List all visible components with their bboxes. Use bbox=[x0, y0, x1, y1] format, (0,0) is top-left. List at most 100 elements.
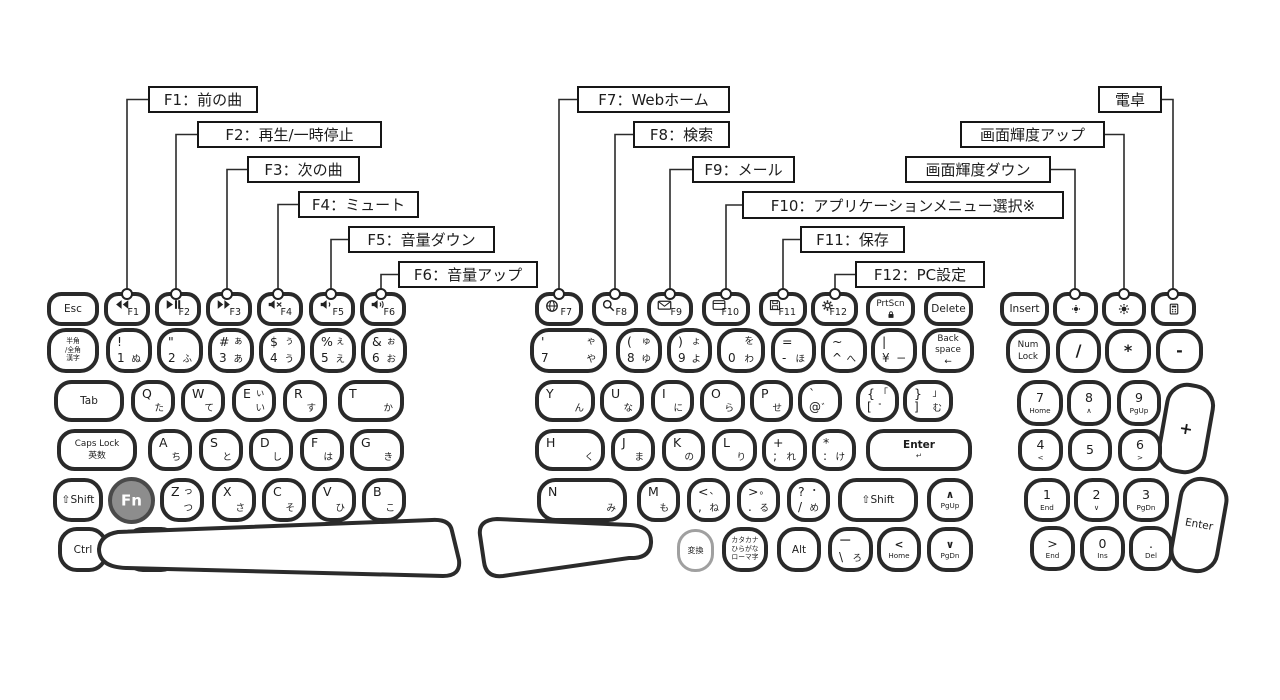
key-np-8[interactable]: 8∧ bbox=[1067, 380, 1111, 426]
key-ro[interactable]: ー\ろ bbox=[828, 527, 873, 572]
key-katakana-hiragana[interactable]: カタカナひらがなローマ字 bbox=[722, 527, 768, 572]
key-np-multiply[interactable]: * bbox=[1105, 329, 1151, 373]
prev-track-icon bbox=[114, 299, 130, 310]
key-period[interactable]: >。.る bbox=[737, 478, 780, 522]
key-5-label-tr: ぇ bbox=[335, 336, 345, 347]
key-enter[interactable]: Enter↵ bbox=[866, 429, 972, 471]
key-right-shift[interactable]: ⇧Shift bbox=[838, 478, 918, 522]
key-minus[interactable]: =-ほ bbox=[771, 328, 816, 373]
key-prtscn[interactable]: PrtScn bbox=[866, 292, 915, 326]
key-w-label-br: て bbox=[204, 402, 214, 414]
key-esc[interactable]: Esc bbox=[47, 292, 99, 326]
key-np-right-end[interactable]: >End bbox=[1030, 526, 1075, 571]
callout-f4: F4：ミュート bbox=[298, 191, 419, 218]
key-f8[interactable]: F8 bbox=[592, 292, 638, 326]
key-yen[interactable]: |¥ー bbox=[871, 328, 917, 373]
key-np-divide[interactable]: / bbox=[1056, 329, 1101, 373]
key-np-minus[interactable]: - bbox=[1156, 329, 1203, 373]
key-henkan-label-c: 変換 bbox=[687, 545, 704, 555]
key-i-label-tl: I bbox=[662, 386, 666, 401]
key-np-6[interactable]: 6> bbox=[1118, 429, 1162, 471]
key-comma[interactable]: <、,ね bbox=[687, 478, 730, 522]
key-np-4[interactable]: 4< bbox=[1018, 429, 1063, 471]
key-caret[interactable]: ~^へ bbox=[821, 328, 867, 373]
key-katakana-hiragana-label: ローマ字 bbox=[731, 553, 759, 562]
key-at[interactable]: `@゛ bbox=[798, 380, 842, 422]
key-insert[interactable]: Insert bbox=[1000, 292, 1049, 326]
key-np-dot[interactable]: .Del bbox=[1129, 526, 1173, 571]
key-tab[interactable]: Tab bbox=[54, 380, 124, 422]
key-np-4-label: 4 bbox=[1036, 437, 1045, 453]
key-np-2[interactable]: 2∨ bbox=[1074, 478, 1119, 522]
key-semicolon[interactable]: +;れ bbox=[762, 429, 807, 471]
key-left-bracket[interactable]: {「[゜ bbox=[856, 380, 899, 422]
key-comma-label-tl: < bbox=[698, 484, 709, 499]
key-pgup[interactable]: ∧PgUp bbox=[927, 478, 973, 522]
key-right-alt[interactable]: Alt bbox=[777, 527, 821, 572]
key-hankaku-zenkaku[interactable]: 半角/全角漢字 bbox=[47, 328, 99, 373]
app-menu-icon bbox=[712, 299, 726, 311]
key-right-bracket[interactable]: }」]む bbox=[903, 380, 953, 422]
key-caret-label-br: へ bbox=[846, 353, 856, 365]
key-delete[interactable]: Delete bbox=[924, 292, 973, 326]
space-right-key[interactable] bbox=[477, 516, 654, 579]
key-np-5[interactable]: 5 bbox=[1068, 429, 1112, 471]
key-pgdn[interactable]: ∨PgDn bbox=[927, 527, 973, 572]
key-6-label-bl: 6 bbox=[372, 351, 380, 365]
space-left-key[interactable] bbox=[96, 517, 462, 579]
key-henkan[interactable]: 変換 bbox=[677, 529, 714, 572]
key-colon[interactable]: *:け bbox=[812, 429, 856, 471]
key-left-shift[interactable]: ⇧Shift bbox=[53, 478, 103, 522]
key-home[interactable]: <Home bbox=[877, 527, 921, 572]
callout-f7: F7：Webホーム bbox=[577, 86, 730, 113]
key-f9[interactable]: F9 bbox=[647, 292, 693, 326]
key-fn[interactable]: Fn bbox=[108, 477, 155, 524]
key-slash[interactable]: ?・/め bbox=[787, 478, 830, 522]
